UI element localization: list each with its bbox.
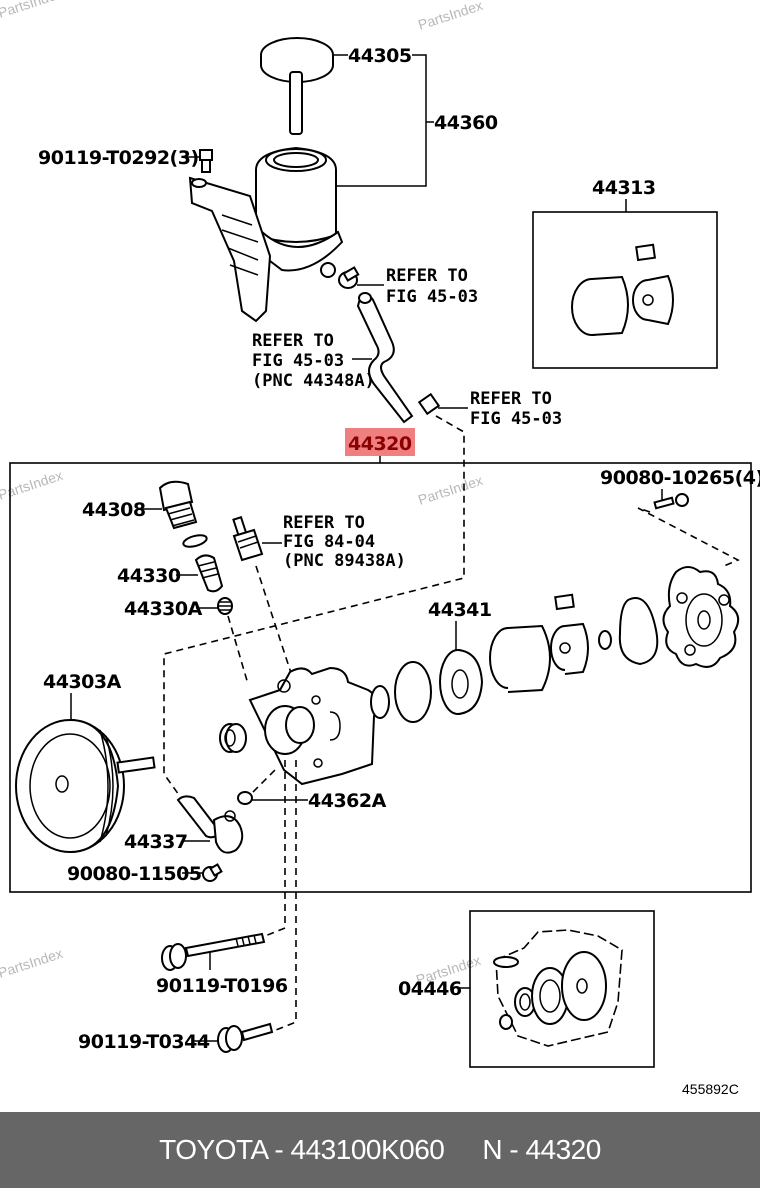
bolt-90080-11505-part[interactable]: [202, 863, 223, 882]
label-44308[interactable]: 44308: [82, 499, 146, 521]
footer-pnc: N - 44320: [482, 1134, 601, 1165]
lower-hose-clamp-part[interactable]: [417, 392, 441, 416]
pump-assembly-box: [9, 462, 752, 893]
watermark: PartsIndex: [0, 945, 65, 981]
o-ring-large-part[interactable]: [394, 661, 432, 723]
union-44337-part[interactable]: [176, 795, 244, 854]
oil-seal-part[interactable]: [219, 723, 247, 753]
label-44313[interactable]: 44313: [592, 177, 656, 199]
label-44341[interactable]: 44341: [428, 599, 492, 621]
label-90119-T0344[interactable]: 90119-T0344: [78, 1031, 210, 1053]
cam-ring-part[interactable]: [489, 624, 551, 693]
label-44337[interactable]: 44337: [124, 831, 188, 853]
label-44330A[interactable]: 44330A: [124, 598, 203, 620]
parts-diagram: PartsIndex PartsIndex PartsIndex PartsIn…: [0, 0, 760, 1097]
label-44305[interactable]: 44305: [348, 45, 412, 67]
cam-ring-rotor-kit-part[interactable]: [571, 243, 674, 336]
rear-cover-part[interactable]: [662, 566, 740, 668]
bolt-90119-T0292-part[interactable]: [199, 149, 213, 173]
reservoir-tank-part[interactable]: [188, 146, 344, 323]
label-44362A[interactable]: 44362A: [308, 790, 387, 812]
watermark: PartsIndex: [0, 0, 65, 21]
kit-44313-box: [532, 211, 718, 369]
refer-note-b-line3: (PNC 44348A): [252, 371, 375, 391]
reservoir-hose-part[interactable]: [356, 292, 414, 424]
refer-note-d-line1: REFER TO: [283, 513, 365, 533]
o-ring-44362A-part[interactable]: [237, 791, 253, 805]
refer-note-b-line1: REFER TO: [252, 331, 334, 351]
label-04446[interactable]: 04446: [398, 978, 462, 1000]
gasket-kit-04446-part[interactable]: [493, 929, 623, 1047]
label-90080-11505[interactable]: 90080-11505: [67, 863, 202, 885]
flow-control-valve-44330-part[interactable]: [194, 554, 224, 593]
hose-clamp-part[interactable]: [338, 266, 360, 289]
refer-note-a-line2[interactable]: FIG 45-03: [386, 287, 478, 307]
rotor-part[interactable]: [550, 622, 589, 675]
refer-note-d-line2[interactable]: FIG 84-04: [283, 532, 375, 552]
bolt-90080-10265-part[interactable]: [653, 493, 689, 510]
bolt-90119-T0344-part[interactable]: [217, 1022, 274, 1053]
pump-housing-part[interactable]: [248, 666, 378, 786]
label-90080-10265[interactable]: 90080-10265(4): [600, 467, 760, 489]
refer-note-c-line2[interactable]: FIG 45-03: [470, 409, 562, 429]
watermark: PartsIndex: [416, 0, 485, 33]
reservoir-cap-part[interactable]: [260, 37, 334, 135]
label-44330[interactable]: 44330: [117, 565, 181, 587]
footer-part-number: TOYOTA - 443100K060: [159, 1134, 445, 1165]
gasket-part[interactable]: [618, 597, 659, 666]
small-seal-part[interactable]: [598, 630, 612, 650]
label-44360[interactable]: 44360: [434, 112, 498, 134]
pressure-switch-part[interactable]: [232, 515, 264, 562]
refer-note-c-line1: REFER TO: [470, 389, 552, 409]
relief-plug-44308-part[interactable]: [158, 480, 208, 549]
highlight-44320-bg: [345, 428, 415, 456]
label-90119-T0292[interactable]: 90119-T0292(3): [38, 147, 199, 169]
pulley-44303A-part[interactable]: [15, 719, 156, 853]
vane-part[interactable]: [554, 593, 575, 611]
watermark: PartsIndex: [416, 472, 485, 508]
bolt-90119-T0196-part[interactable]: [161, 932, 266, 971]
side-plate-44341-part[interactable]: [439, 649, 484, 715]
spring-44330A-part[interactable]: [217, 597, 233, 615]
refer-note-b-line2[interactable]: FIG 45-03: [252, 351, 344, 371]
kit-04446-box: [469, 910, 655, 1068]
label-44303A[interactable]: 44303A: [43, 671, 122, 693]
footer-bar: TOYOTA - 443100K060 N - 44320: [0, 1112, 760, 1188]
refer-note-d-line3: (PNC 89438A): [283, 551, 406, 571]
label-44320-highlighted[interactable]: 44320: [348, 433, 412, 455]
refer-note-a-line1: REFER TO: [386, 266, 468, 286]
label-90119-T0196[interactable]: 90119-T0196: [156, 975, 288, 997]
o-ring-small-part[interactable]: [370, 685, 390, 719]
diagram-code: 455892C: [682, 1081, 739, 1097]
